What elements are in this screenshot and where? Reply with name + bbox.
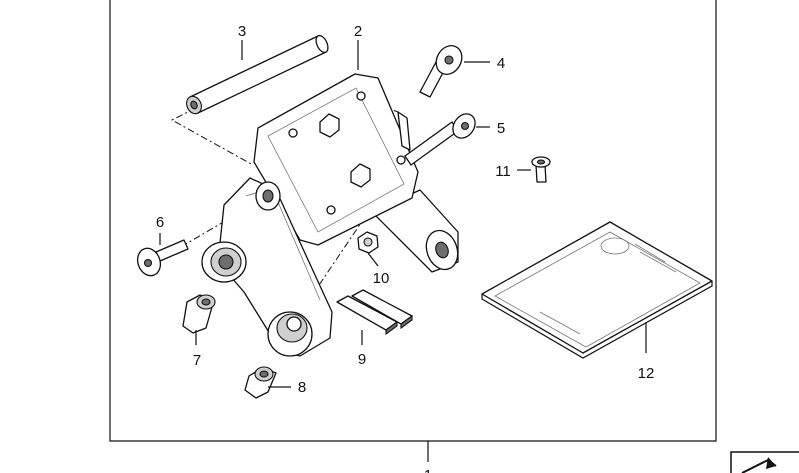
bushing bbox=[244, 366, 291, 399]
callout-10: 10 bbox=[373, 270, 390, 287]
bracket-arm bbox=[201, 177, 333, 357]
screw bbox=[404, 113, 490, 166]
callout-11: 11 bbox=[495, 163, 511, 180]
nut bbox=[357, 231, 379, 267]
callout-7: 7 bbox=[193, 352, 201, 369]
callout-12: 12 bbox=[638, 365, 655, 382]
callout-3: 3 bbox=[238, 23, 246, 40]
assembly-frame bbox=[109, 0, 717, 462]
bushing bbox=[182, 294, 216, 345]
rubber-strips bbox=[336, 289, 413, 345]
callouts: 1 2 3 4 5 6 7 8 9 10 11 12 bbox=[156, 23, 655, 473]
callout-5: 5 bbox=[497, 120, 505, 137]
socket-head-screw bbox=[517, 156, 551, 183]
instruction-sheet bbox=[481, 221, 713, 359]
callout-8: 8 bbox=[298, 379, 306, 396]
callout-1: 1 bbox=[424, 467, 432, 473]
mounting-plate bbox=[253, 73, 459, 273]
callout-4: 4 bbox=[497, 55, 505, 72]
callout-2: 2 bbox=[354, 23, 362, 40]
screw bbox=[419, 45, 490, 98]
callout-9: 9 bbox=[358, 351, 366, 368]
leader-lines bbox=[241, 40, 359, 70]
corner-nav-icon[interactable] bbox=[730, 451, 799, 473]
bolt bbox=[136, 233, 189, 277]
callout-6: 6 bbox=[156, 214, 164, 231]
spacer-tube bbox=[186, 34, 329, 115]
